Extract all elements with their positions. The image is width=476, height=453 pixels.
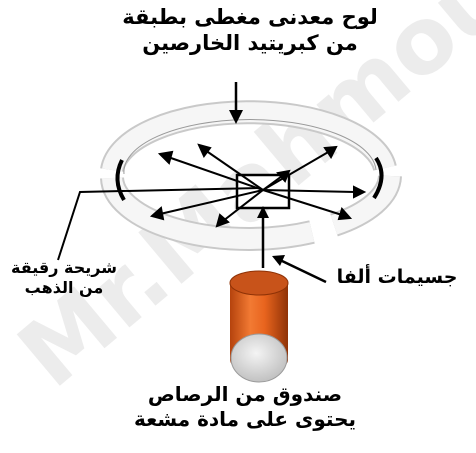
alpha-pointer (272, 255, 327, 284)
lead-box-label: صندوق من الرصاص يحتوى على مادة مشعة (80, 382, 410, 432)
plate-label-line-2: من كبريتيد الخارصين (142, 31, 358, 56)
gold-foil-label: شريحة رقيقة من الذهب (0, 258, 128, 298)
scattered-particles (149, 143, 367, 228)
box-label-line-1: صندوق من الرصاص (147, 382, 343, 406)
alpha-particles-label: جسيمات ألفا (336, 266, 458, 288)
gold-label-line-1: شريحة رقيقة (11, 258, 117, 277)
plate-pointer-arrow (229, 82, 243, 124)
alpha-beam (257, 206, 269, 268)
lead-box-cap (230, 333, 288, 383)
zinc-sulfide-screen (100, 100, 402, 251)
flash-mark-right (372, 156, 384, 200)
flash-mark-left (115, 159, 126, 202)
gold-label-line-2: من الذهب (24, 278, 104, 297)
box-label-line-2: يحتوى على مادة مشعة (133, 407, 357, 431)
lead-box (229, 270, 289, 383)
gold-foil-pointer (57, 187, 259, 261)
zinc-sulfide-plate-label: لوح معدنى مغطى بطبقة من كبريتيد الخارصين (100, 4, 400, 57)
plate-label-line-1: لوح معدنى مغطى بطبقة (122, 5, 378, 29)
